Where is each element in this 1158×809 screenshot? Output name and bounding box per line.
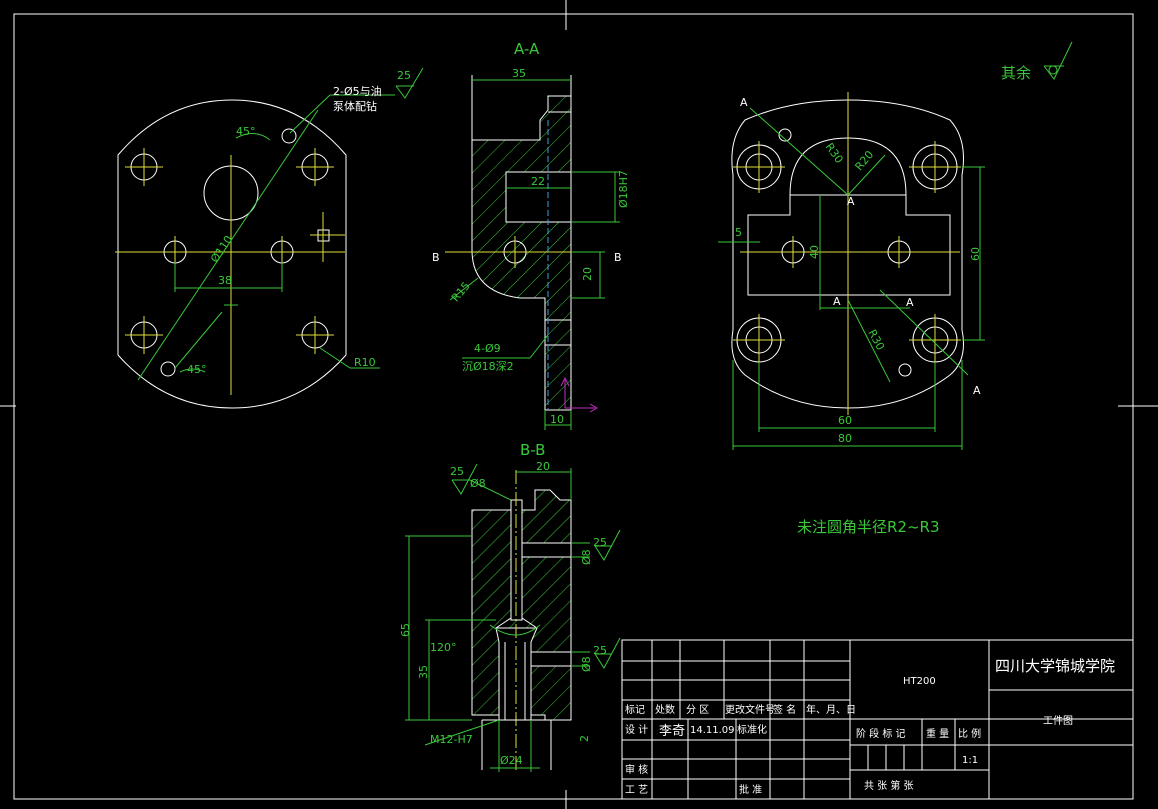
header-sign: 签 名 xyxy=(773,703,796,716)
standard-label: 标准化 xyxy=(737,723,767,736)
school-name: 四川大学锦城学院 xyxy=(995,657,1115,675)
holes4-line2: 沉Ø18深2 xyxy=(462,360,514,373)
section-a-3: A xyxy=(833,295,841,308)
dim-8-upper: Ø8 xyxy=(580,549,593,565)
dim-60-vertical: 60 xyxy=(969,247,982,261)
dim-r15: R15 xyxy=(449,279,473,304)
section-aa-view: A-A 35 22 Ø18H7 20 10 R15 4-Ø9 沉Ø18深2 xyxy=(432,40,630,430)
drawing-name: 工件图 xyxy=(1043,715,1073,727)
roughness-25-front: 25 xyxy=(397,69,411,82)
right-view: A A A A A R30 R20 R30 5 40 60 60 80 其余 未… xyxy=(718,41,1073,536)
process-label: 工 艺 xyxy=(625,784,648,796)
dim-r20: R20 xyxy=(852,148,876,173)
angle-45-bottom: 45° xyxy=(187,363,207,376)
dim-20-bb: 20 xyxy=(536,460,550,473)
dim-r30-top: R30 xyxy=(823,141,846,166)
angle-120: 120° xyxy=(430,641,457,654)
header-count: 处数 xyxy=(655,703,675,716)
holes4-line1: 4-Ø9 xyxy=(474,342,501,355)
dim-60-horizontal: 60 xyxy=(838,414,852,427)
thread-m12: M12-H7 xyxy=(430,733,473,746)
review-label: 审 核 xyxy=(625,763,648,776)
dim-20-aa: 20 xyxy=(581,267,594,281)
hole-note-line1: 2-Ø5与油 xyxy=(333,84,382,98)
scale-label: 比 例 xyxy=(958,727,981,740)
section-aa-title: A-A xyxy=(514,40,540,58)
dim-24: Ø24 xyxy=(500,754,523,767)
dim-18h7: Ø18H7 xyxy=(617,170,630,208)
header-mark: 标记 xyxy=(625,704,645,716)
weight-label: 重 量 xyxy=(926,727,949,740)
dim-22: 22 xyxy=(531,175,545,188)
fillet-note: 未注圆角半径R2~R3 xyxy=(797,518,940,536)
header-doc: 更改文件号 xyxy=(725,703,775,716)
hole-note-line2: 泵体配钻 xyxy=(333,99,377,113)
dim-35-top: 35 xyxy=(512,67,526,80)
section-a-1: A xyxy=(740,96,748,109)
section-b-left: B xyxy=(432,251,440,264)
scale-value: 1:1 xyxy=(962,755,978,766)
section-bb-view: B-B 20 65 35 120° Ø8 Ø8 25 xyxy=(399,441,621,772)
dim-38: 38 xyxy=(218,274,232,287)
rest-roughness-note: 其余 xyxy=(1001,64,1031,82)
design-label: 设 计 xyxy=(625,723,648,736)
dim-5: 5 xyxy=(735,226,742,239)
dim-2: 2 xyxy=(578,735,591,742)
dim-8-bb: Ø8 xyxy=(470,477,486,490)
dim-r10: R10 xyxy=(354,356,376,369)
dim-40: 40 xyxy=(808,245,821,259)
header-date: 年、月、日 xyxy=(806,703,856,716)
stage-label: 阶 段 标 记 xyxy=(856,727,906,740)
section-bb-title: B-B xyxy=(520,441,545,459)
title-block: HT200 四川大学锦城学院 工件图 标记 处数 分 区 更改文件号 签 名 年… xyxy=(621,639,1134,800)
dim-80: 80 xyxy=(838,432,852,445)
dim-8-lower: Ø8 xyxy=(580,656,593,672)
front-view: 45° 45° 38 Ø110 R10 2-Ø5与油 泵体配钻 25 xyxy=(115,67,424,409)
dim-65: 65 xyxy=(399,623,412,637)
approve-label: 批 准 xyxy=(739,783,762,796)
section-b-right: B xyxy=(614,251,622,264)
roughness-25-lower: 25 xyxy=(593,644,607,657)
section-a-5: A xyxy=(973,384,981,397)
dim-10: 10 xyxy=(550,413,564,426)
section-a-4: A xyxy=(906,296,914,309)
header-zone: 分 区 xyxy=(686,704,709,716)
roughness-25-bb: 25 xyxy=(450,465,464,478)
angle-45-top: 45° xyxy=(236,125,256,138)
section-a-2: A xyxy=(847,195,855,208)
designer-name: 李奇 xyxy=(659,723,685,739)
roughness-25-upper: 25 xyxy=(593,536,607,549)
dim-35-bb: 35 xyxy=(417,665,430,679)
material: HT200 xyxy=(903,676,936,687)
sheets-label: 共 张 第 张 xyxy=(864,779,914,792)
design-date: 14.11.09 xyxy=(690,725,735,736)
